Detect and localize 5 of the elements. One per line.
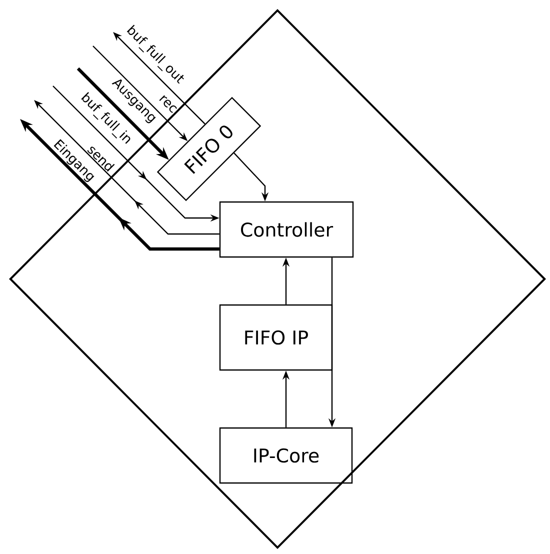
diamond-outline bbox=[9, 9, 546, 549]
fifo-box: FIFO IP bbox=[219, 304, 333, 371]
core-box: IP-Core bbox=[219, 427, 353, 484]
edge-label: rec bbox=[158, 94, 178, 114]
controller-box: Controller bbox=[219, 201, 354, 258]
